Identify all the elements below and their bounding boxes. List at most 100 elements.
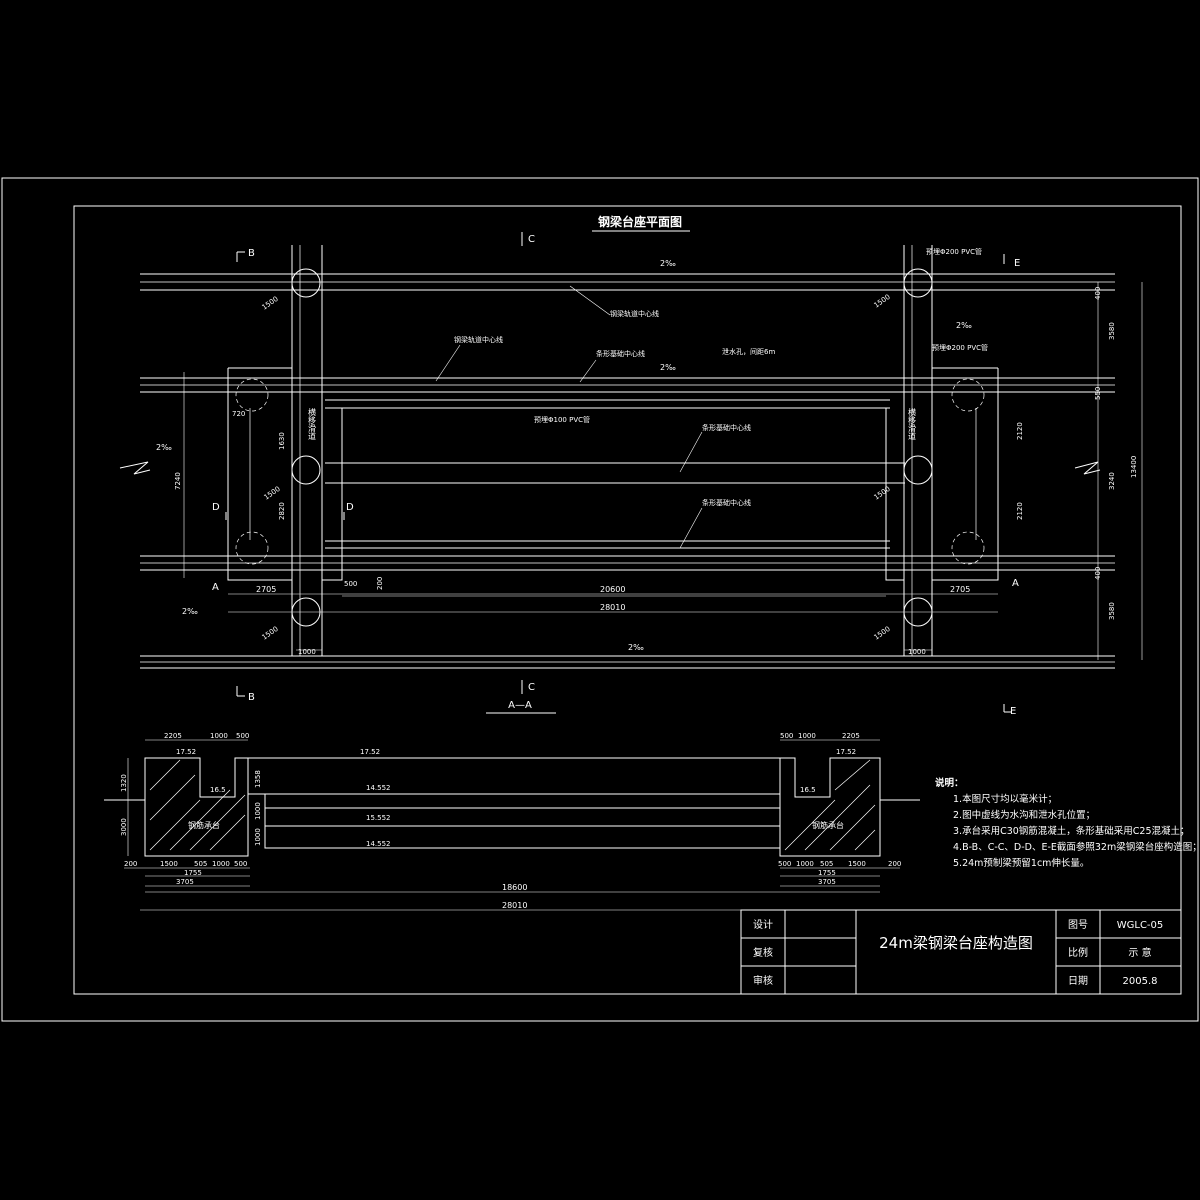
section-label-e-bottom: E [1010, 706, 1016, 717]
dim-label: 18600 [502, 883, 527, 892]
slope-label: 2‰ [660, 259, 676, 268]
inner-frame [73, 205, 1182, 995]
dim-label: 3240 [1108, 472, 1116, 490]
dim-label: 3580 [1108, 602, 1116, 620]
left-pier-block [144, 757, 249, 857]
outer-frame [1, 177, 1199, 1022]
pile-circle [291, 268, 321, 298]
plan-title: 钢梁台座平面图 [598, 214, 682, 229]
dim-label: 1000 [212, 860, 230, 868]
dim-label: 200 [376, 577, 384, 590]
dim-label: 550 [1094, 387, 1102, 400]
pile-circle [903, 455, 933, 485]
right-pier-block [779, 757, 881, 857]
dim-label: 1000 [796, 860, 814, 868]
section-title: A—A [508, 700, 532, 711]
drawing-no: WGLC-05 [1117, 920, 1164, 931]
dim-label: 7240 [174, 472, 182, 490]
dim-label: 1500 [261, 295, 280, 312]
track-center-label: 钢梁轨道中心线 [610, 309, 659, 318]
dim-label: 28010 [502, 901, 527, 910]
date-value: 2005.8 [1123, 976, 1158, 987]
date-label: 日期 [1068, 975, 1088, 987]
dim-label: 1630 [278, 432, 286, 450]
pier-label: 钢筋承台 [188, 820, 220, 830]
section-label-d-right: D [346, 502, 354, 513]
lateral-track-label: 横移滑道 [308, 407, 317, 441]
note-item: 3.承台采用C30钢筋混凝土，条形基础采用C25混凝土； [953, 826, 1190, 837]
dim-label: 400 [1094, 287, 1102, 300]
dim-label: 1500 [160, 860, 178, 868]
dim-label: 3000 [120, 818, 128, 836]
slope-label: 2‰ [660, 363, 676, 372]
scale-label: 比例 [1068, 946, 1088, 959]
dim-label: 3705 [818, 878, 836, 886]
dim-label: 1000 [254, 828, 262, 846]
dim-label: 2205 [164, 732, 182, 740]
elevation-label: 16.5 [210, 786, 226, 794]
audit-label: 审核 [753, 974, 773, 987]
pile-circle [903, 268, 933, 298]
notes-block: 说明： 1.本图尺寸均以毫米计； 2.图中虚线为水沟和泄水孔位置； 3.承台采用… [935, 776, 1200, 872]
section-view: A—A 17.52 17.52 17 [104, 700, 920, 911]
section-label-a-right: A [1012, 578, 1019, 589]
drain-holes-label: 泄水孔，间距6m [722, 347, 775, 356]
section-label-b-top: B [248, 248, 255, 259]
scale-value: 示 意 [1128, 946, 1151, 959]
dim-label: 1500 [873, 293, 892, 310]
title-block: 设计 复核 审核 24m梁钢梁台座构造图 图号 WGLC-05 比例 示 意 日… [740, 909, 1182, 995]
dim-label: 500 [236, 732, 249, 740]
note-item: 2.图中虚线为水沟和泄水孔位置； [953, 810, 1096, 821]
dim-label: 3580 [1108, 322, 1116, 340]
dim-label: 1000 [298, 648, 316, 656]
dim-label: 200 [124, 860, 137, 868]
dim-label: 1755 [818, 869, 836, 877]
strip-center-label: 条形基础中心线 [596, 349, 645, 358]
dim-label: 505 [820, 860, 833, 868]
section-label-a-left: A [212, 582, 219, 593]
notes-title: 说明： [935, 778, 964, 789]
dim-label: 505 [194, 860, 207, 868]
slope-label: 2‰ [628, 643, 644, 652]
lateral-track-label: 横移滑道 [908, 407, 917, 441]
dim-label: 1358 [254, 770, 262, 788]
pvc-label: 预埋Φ200 PVC管 [932, 343, 988, 352]
dim-label: 2820 [278, 502, 286, 520]
drawing-title: 24m梁钢梁台座构造图 [879, 934, 1033, 952]
dim-label: 400 [1094, 567, 1102, 580]
section-label-d-left: D [212, 502, 220, 513]
dim-label: 1500 [873, 485, 892, 502]
section-label-c-top: C [528, 234, 535, 245]
slope-label: 2‰ [956, 321, 972, 330]
elevation-label: 17.52 [176, 748, 196, 756]
dim-label: 2120 [1016, 502, 1024, 520]
pvc-label: 预埋Φ200 PVC管 [926, 247, 982, 256]
elevation-label: 17.52 [836, 748, 856, 756]
dim-label: 2205 [842, 732, 860, 740]
review-label: 复核 [753, 946, 773, 959]
dim-label: 1000 [908, 648, 926, 656]
pile-circle [291, 455, 321, 485]
dim-label: 200 [888, 860, 901, 868]
dim-label: 28010 [600, 603, 625, 612]
dim-label: 1500 [848, 860, 866, 868]
dim-label: 2120 [1016, 422, 1024, 440]
dim-label: 2705 [950, 585, 970, 594]
dim-label: 500 [778, 860, 791, 868]
dim-label: 1500 [263, 485, 282, 502]
elevation-label: 16.5 [800, 786, 816, 794]
elevation-label: 15.552 [366, 814, 391, 822]
note-item: 4.B-B、C-C、D-D、E-E截面参照32m梁钢梁台座构造图； [953, 842, 1200, 853]
pvc-label: 预埋Φ100 PVC管 [534, 415, 590, 424]
dim-label: 20600 [600, 585, 625, 594]
dim-label: 500 [234, 860, 247, 868]
elevation-label: 14.552 [366, 784, 391, 792]
section-label-c-bottom: C [528, 682, 535, 693]
dim-label: 13400 [1130, 456, 1138, 478]
section-label-b-bottom: B [248, 692, 255, 703]
elevation-label: 17.52 [360, 748, 380, 756]
section-label-e-top: E [1014, 258, 1020, 269]
slope-label: 2‰ [182, 607, 198, 616]
pier-label: 钢筋承台 [812, 820, 844, 830]
